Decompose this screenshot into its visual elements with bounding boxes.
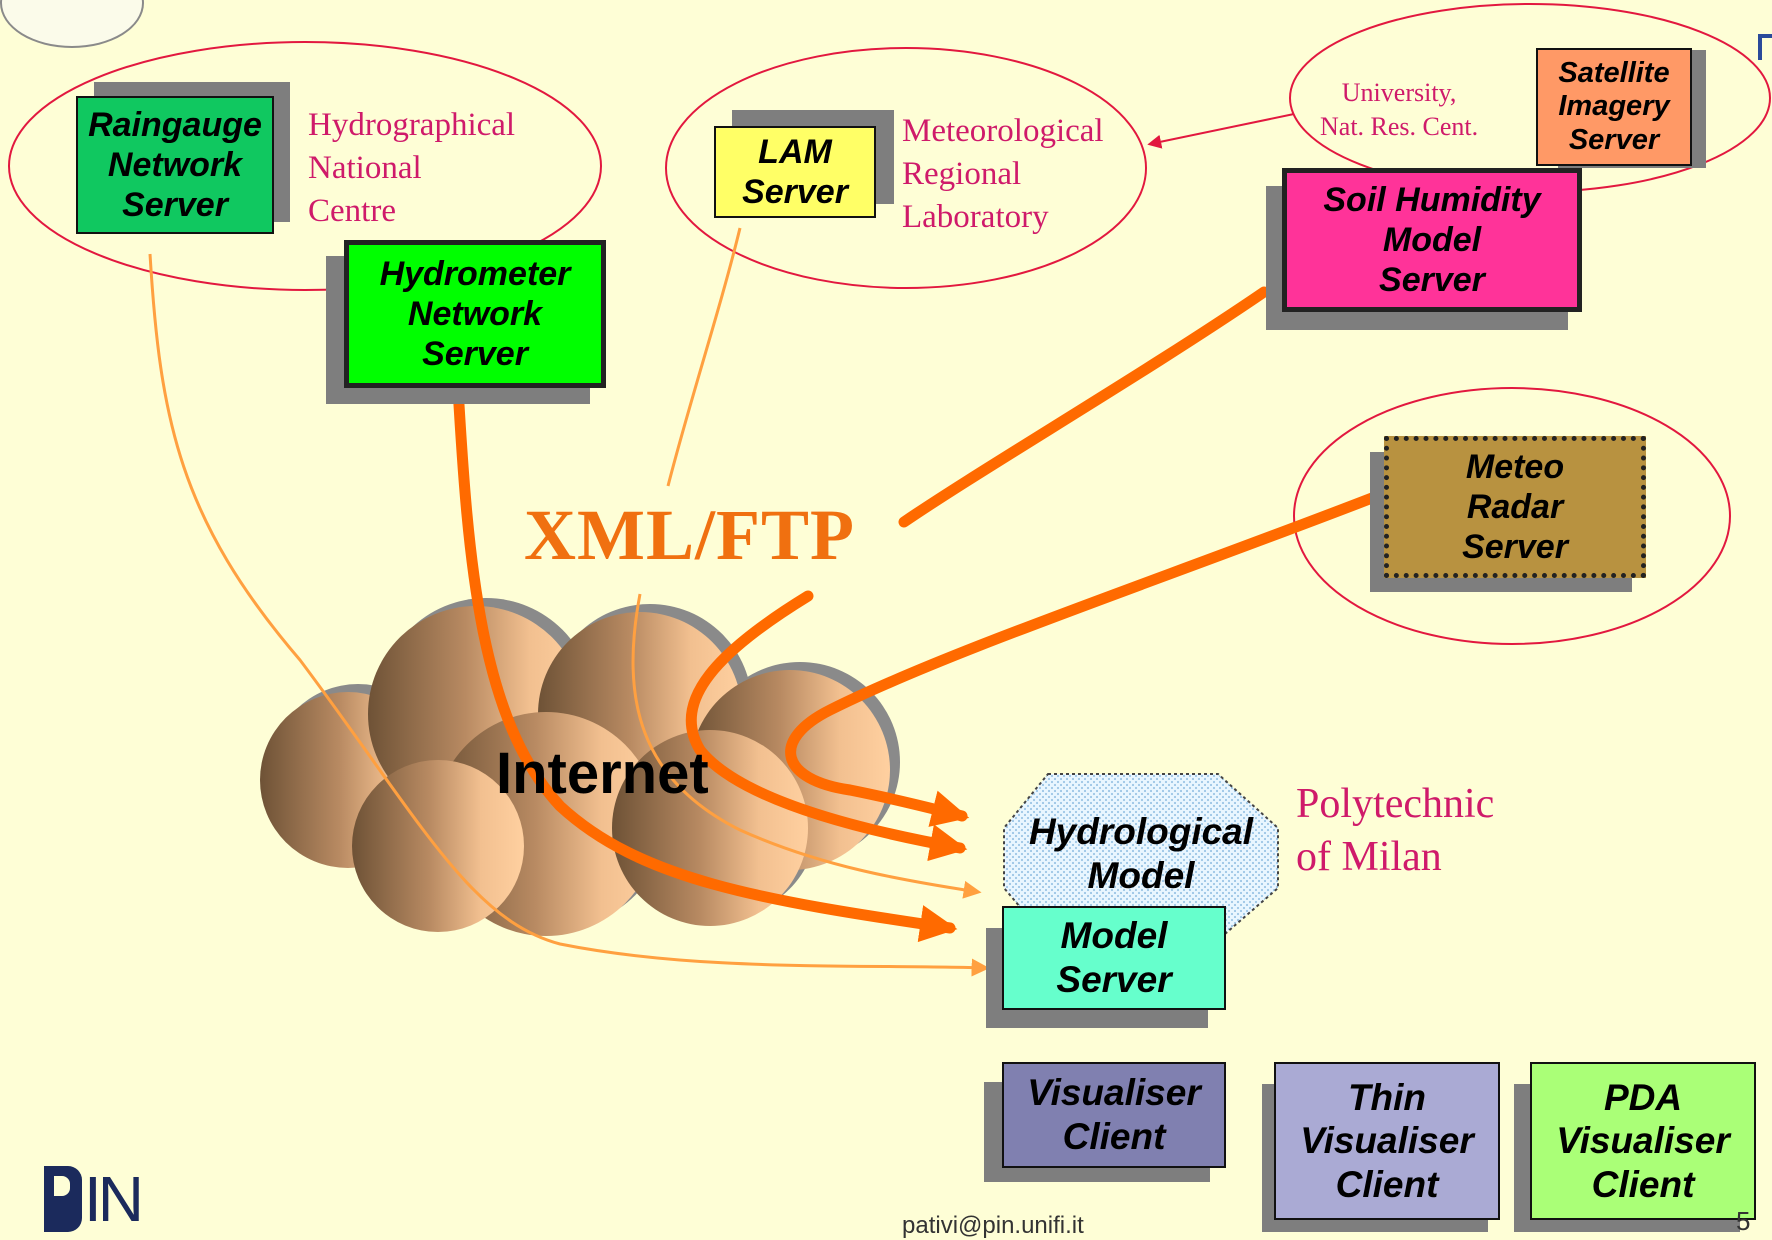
- soil-flow: [898, 286, 1270, 528]
- footer-email: pativi@pin.unifi.it: [902, 1212, 1084, 1239]
- university-to-meteorological-arrow: [1147, 113, 1295, 149]
- hydrometer-network-server[interactable]: Hydrometer Network Server: [344, 240, 606, 388]
- meteo-radar-server[interactable]: Meteo Radar Server: [1384, 436, 1646, 578]
- hydrological-model[interactable]: Hydrological Model: [1028, 811, 1254, 896]
- raingauge-flow: [148, 253, 990, 977]
- corner-mark: [1758, 34, 1772, 60]
- thin-visualiser-client[interactable]: Thin Visualiser Client: [1274, 1062, 1500, 1220]
- lam-flow-upper: [666, 227, 742, 487]
- hydrometer-flow: [452, 382, 958, 943]
- visualiser-client[interactable]: Visualiser Client: [1002, 1062, 1226, 1168]
- pin-logo: IN: [44, 1163, 154, 1235]
- pin-logo-text: IN: [84, 1163, 144, 1235]
- lam-server[interactable]: LAM Server: [714, 126, 876, 218]
- pda-visualiser-client[interactable]: PDA Visualiser Client: [1530, 1062, 1756, 1220]
- page-number: 5: [1736, 1206, 1751, 1236]
- meteo-radar-flow: [785, 492, 1378, 827]
- hydrographical-ellipse: [8, 41, 602, 291]
- meteorological-laboratory-label: Meteorological Regional Laboratory: [902, 113, 1104, 235]
- soil-flow-lower: [685, 590, 968, 862]
- university-label: University, Nat. Res. Cent.: [1320, 78, 1479, 141]
- raingauge-network-server[interactable]: Raingauge Network Server: [76, 96, 274, 234]
- hydrographical-centre-label: Hydrographical National Centre: [308, 107, 516, 229]
- lam-flow-lower: [631, 593, 982, 899]
- xml-ftp-label: XML/FTP: [524, 495, 855, 575]
- meteo-radar-ellipse: [1293, 387, 1731, 645]
- satellite-imagery-server[interactable]: Satellite Imagery Server: [1536, 48, 1692, 166]
- internet-label: Internet: [496, 741, 709, 806]
- meteorological-ellipse: [665, 47, 1147, 289]
- polytechnic-label: Polytechnic of Milan: [1296, 781, 1495, 880]
- soil-humidity-model-server[interactable]: Soil Humidity Model Server: [1282, 168, 1582, 312]
- model-server[interactable]: Model Server: [1002, 906, 1226, 1010]
